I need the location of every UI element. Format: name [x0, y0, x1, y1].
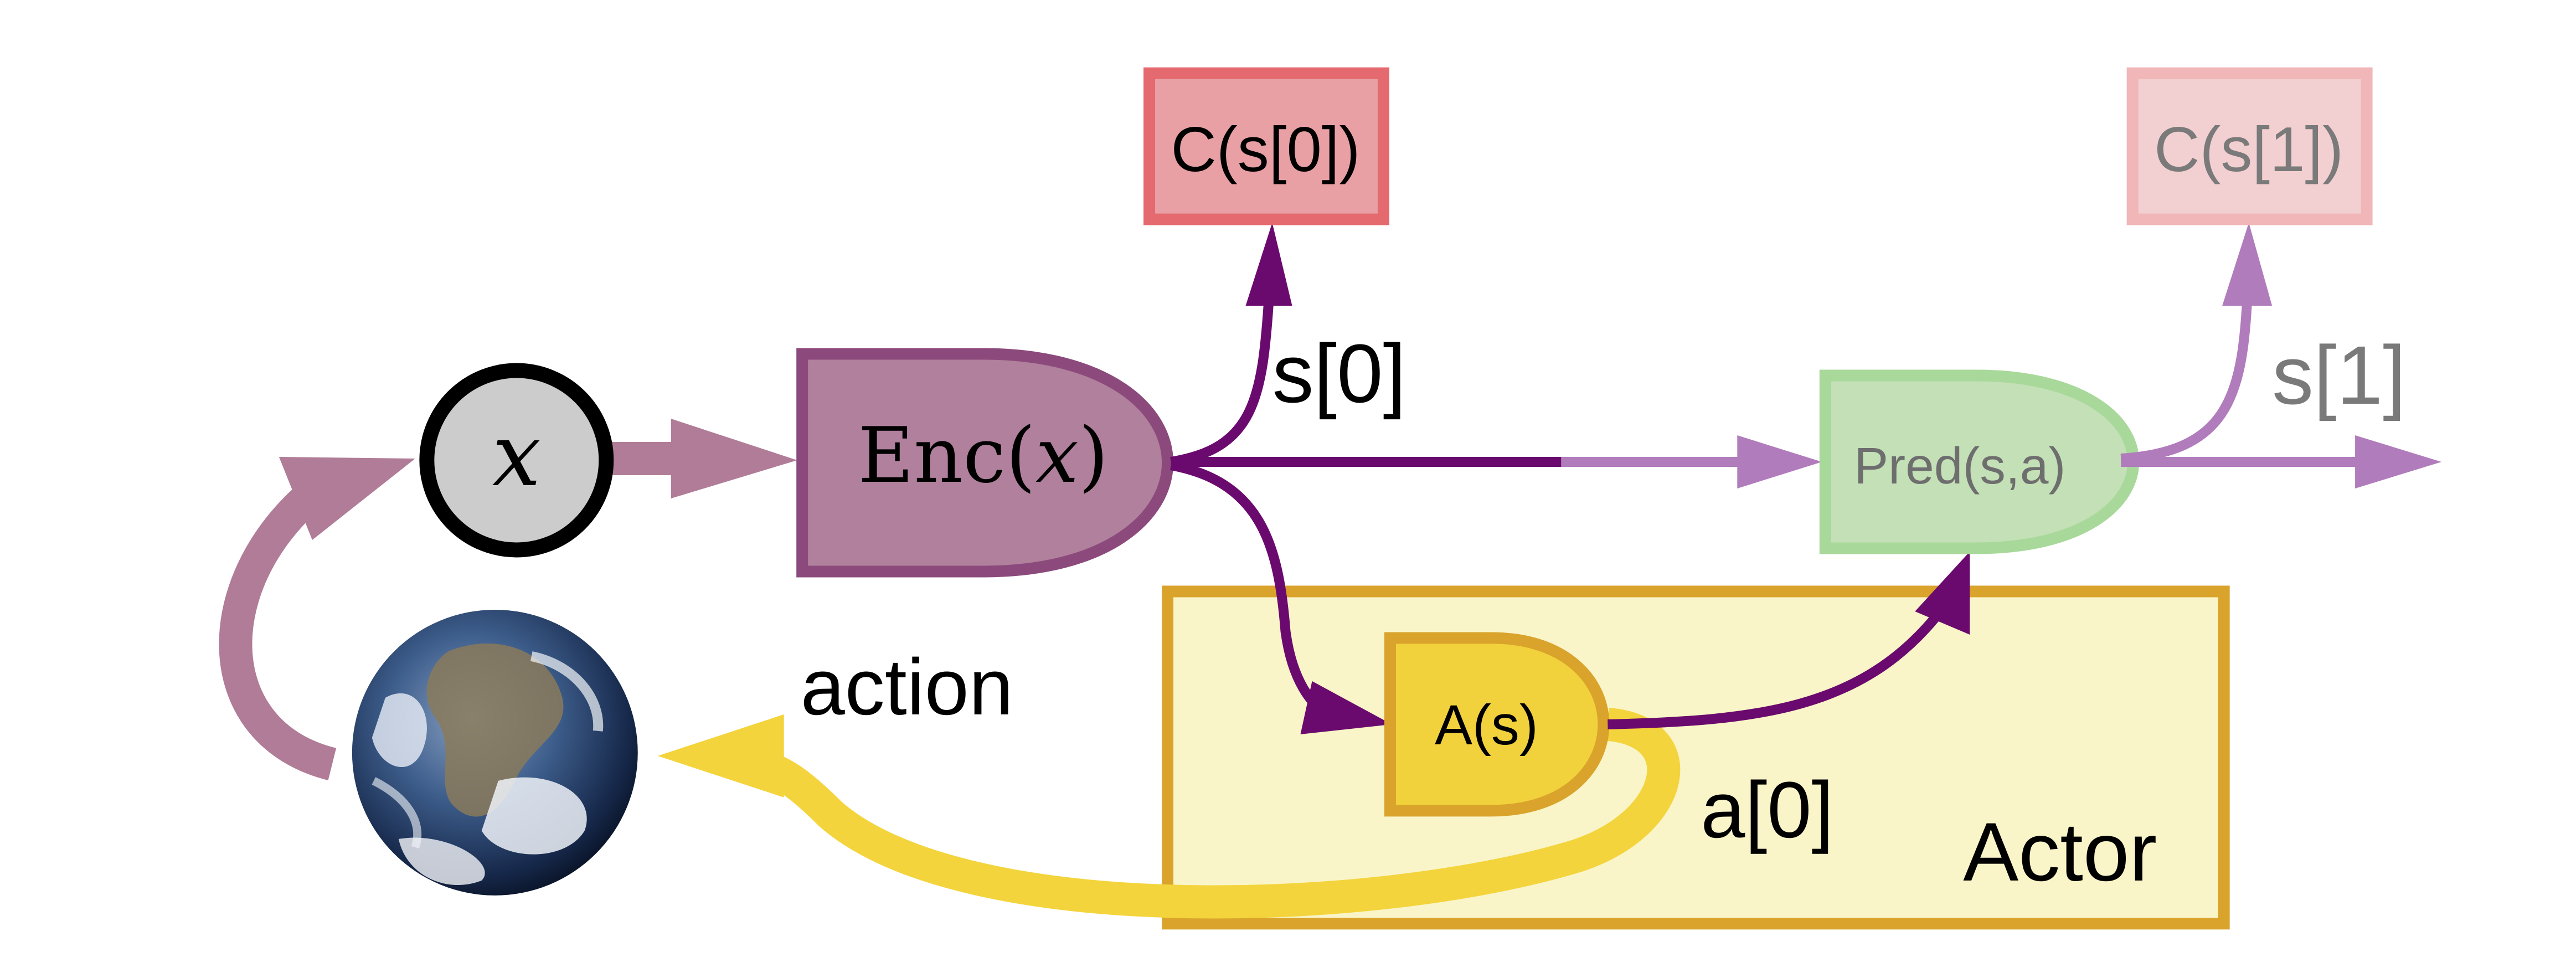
cost-0-label: C(s[0]) [1171, 115, 1361, 185]
policy-block: A(s) [1384, 632, 1610, 817]
policy-to-predictor-arrow [1608, 551, 1970, 729]
actor-box-label: Actor [1963, 805, 2157, 898]
state-to-policy-arrow [1169, 460, 1392, 734]
input-node-label: x [492, 405, 541, 506]
earth-globe-icon [352, 609, 638, 896]
predictor-output-arrow [2121, 435, 2442, 488]
cost-0-block: C(s[0]) [1143, 67, 1389, 225]
encoder-label-suffix: ) [1079, 411, 1109, 500]
policy-label: A(s) [1435, 693, 1538, 757]
input-to-encoder-arrow [601, 419, 797, 498]
action-label: action [801, 642, 1013, 732]
predictor-to-cost1-arrow [2120, 223, 2273, 464]
encoder-label-var: x [1035, 411, 1079, 500]
state-0-label: s[0] [1272, 327, 1407, 420]
state-1-label: s[1] [2272, 328, 2406, 421]
encoder-label: Enc(x) [858, 411, 1108, 500]
observation-loop-arrow [219, 457, 415, 780]
cost-1-block: C(s[1]) [2126, 67, 2373, 225]
predictor-label: Pred(s,a) [1854, 437, 2065, 495]
state-to-predictor-arrow [1171, 435, 1822, 488]
cost-1-label: C(s[1]) [2154, 115, 2343, 185]
predictor-block: Pred(s,a) [1819, 369, 2139, 554]
encoder-block: Enc(x) [796, 348, 1174, 578]
action-arrow [657, 708, 1681, 919]
state-to-cost0-arrow [1170, 223, 1292, 467]
action-0-label: a[0] [1701, 765, 1833, 855]
input-node: x [419, 363, 614, 558]
encoder-label-prefix: Enc( [858, 411, 1035, 500]
actor-box [1162, 585, 2230, 930]
